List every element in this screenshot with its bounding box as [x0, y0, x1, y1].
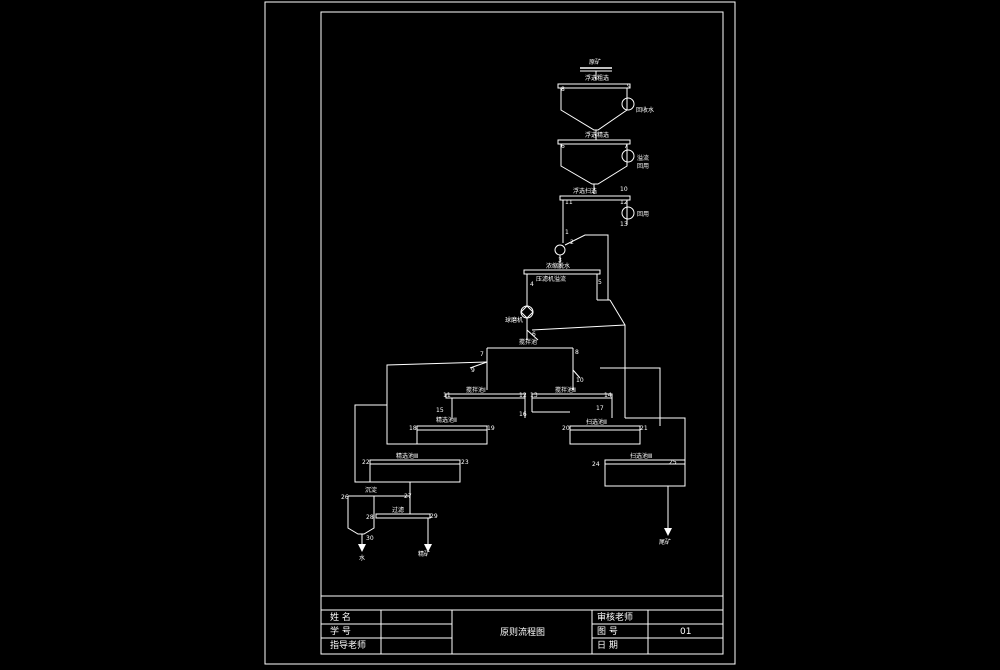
- drawing-title: 原则流程图: [500, 626, 545, 638]
- svg-text:9: 9: [627, 83, 631, 90]
- pump-icon: [621, 206, 635, 220]
- svg-text:19: 19: [487, 425, 495, 432]
- stage1-label: 浮选粗选: [585, 74, 609, 82]
- filter-3-label: 精选池Ⅲ: [396, 452, 418, 460]
- name-label: 姓 名: [330, 611, 351, 623]
- id-label: 学 号: [330, 625, 351, 637]
- stage3-label: 浮选扫选: [573, 187, 597, 195]
- svg-text:8: 8: [561, 86, 565, 93]
- conc-output-label: 精矿: [418, 550, 430, 558]
- filter-r2-label: 扫选池Ⅱ: [586, 418, 607, 426]
- svg-text:22: 22: [362, 459, 370, 466]
- svg-text:13: 13: [620, 221, 628, 228]
- tank-2-label: 搅拌池Ⅱ: [555, 386, 576, 394]
- svg-text:12: 12: [519, 392, 527, 399]
- flowsheet: 原矿 浮选粗选 8 9 回收水 浮选精选 6 7 溢流 回用 浮选扫选 10 1…: [341, 58, 686, 562]
- svg-text:6: 6: [532, 331, 536, 338]
- svg-text:14: 14: [604, 392, 612, 399]
- svg-text:25: 25: [669, 459, 677, 466]
- pump-icon: [621, 149, 635, 163]
- svg-text:11: 11: [565, 199, 573, 206]
- svg-text:24: 24: [592, 461, 600, 468]
- advisor-label: 指导老师: [330, 639, 366, 651]
- svg-text:17: 17: [596, 405, 604, 412]
- svg-text:13: 13: [530, 392, 538, 399]
- svg-text:29: 29: [430, 513, 438, 520]
- svg-text:9: 9: [471, 367, 475, 374]
- water-output-label: 水: [359, 554, 365, 562]
- inner-border: [320, 11, 724, 655]
- svg-text:7: 7: [480, 351, 484, 358]
- svg-text:7: 7: [624, 143, 628, 150]
- side-note-3: 回用: [637, 163, 649, 170]
- svg-text:28: 28: [366, 514, 374, 521]
- tail-arrow-icon: [664, 528, 672, 536]
- svg-text:30: 30: [366, 535, 374, 542]
- mill-label: 球磨机: [505, 316, 523, 324]
- svg-text:1: 1: [565, 229, 569, 236]
- filter-r3-label: 扫选池Ⅲ: [630, 452, 652, 460]
- feed-label: 原矿: [589, 58, 601, 66]
- svg-text:5: 5: [598, 279, 602, 286]
- side-note-1: 回收水: [636, 106, 654, 114]
- svg-text:26: 26: [341, 494, 349, 501]
- svg-text:2: 2: [570, 239, 574, 246]
- svg-text:27: 27: [404, 493, 412, 500]
- stage4-label: 浓缩脱水: [546, 262, 570, 270]
- svg-text:16: 16: [519, 411, 527, 418]
- settle-label: 沉淀: [365, 486, 377, 494]
- stage2-label: 浮选精选: [585, 131, 609, 139]
- side-note-3b: 回用: [637, 211, 649, 218]
- sheet-label: 图 号: [597, 626, 618, 637]
- svg-text:12: 12: [620, 199, 628, 206]
- stage4-sub: 压滤机溢流: [536, 275, 566, 283]
- svg-text:10: 10: [576, 377, 584, 384]
- svg-text:15: 15: [436, 407, 444, 414]
- svg-text:23: 23: [461, 459, 469, 466]
- tank-main-label: 搅拌池: [519, 338, 537, 346]
- conc-arrow-icon: [424, 544, 432, 552]
- svg-text:6: 6: [561, 143, 565, 150]
- tail-output-label: 尾矿: [659, 538, 671, 546]
- svg-text:10: 10: [620, 186, 628, 193]
- pump-icon: [554, 244, 566, 256]
- svg-text:11: 11: [443, 392, 451, 399]
- tank-1-label: 搅拌池Ⅰ: [466, 386, 486, 394]
- svg-text:21: 21: [640, 425, 648, 432]
- pump-icon: [621, 97, 635, 111]
- svg-text:8: 8: [575, 349, 579, 356]
- outer-border: [264, 1, 736, 665]
- filter-2-label: 精选池Ⅱ: [436, 416, 457, 424]
- sheet-value: 01: [680, 627, 691, 637]
- svg-text:18: 18: [409, 425, 417, 432]
- title-block: 姓 名 学 号 指导老师 原则流程图 审核老师 图 号 01 日 期: [321, 609, 723, 654]
- dry-label: 过滤: [392, 506, 404, 514]
- svg-text:20: 20: [562, 425, 570, 432]
- water-arrow-icon: [358, 544, 366, 552]
- side-note-2: 溢流: [637, 154, 649, 162]
- reviewer-label: 审核老师: [597, 611, 633, 623]
- svg-text:4: 4: [530, 281, 534, 288]
- date-label: 日 期: [597, 640, 618, 651]
